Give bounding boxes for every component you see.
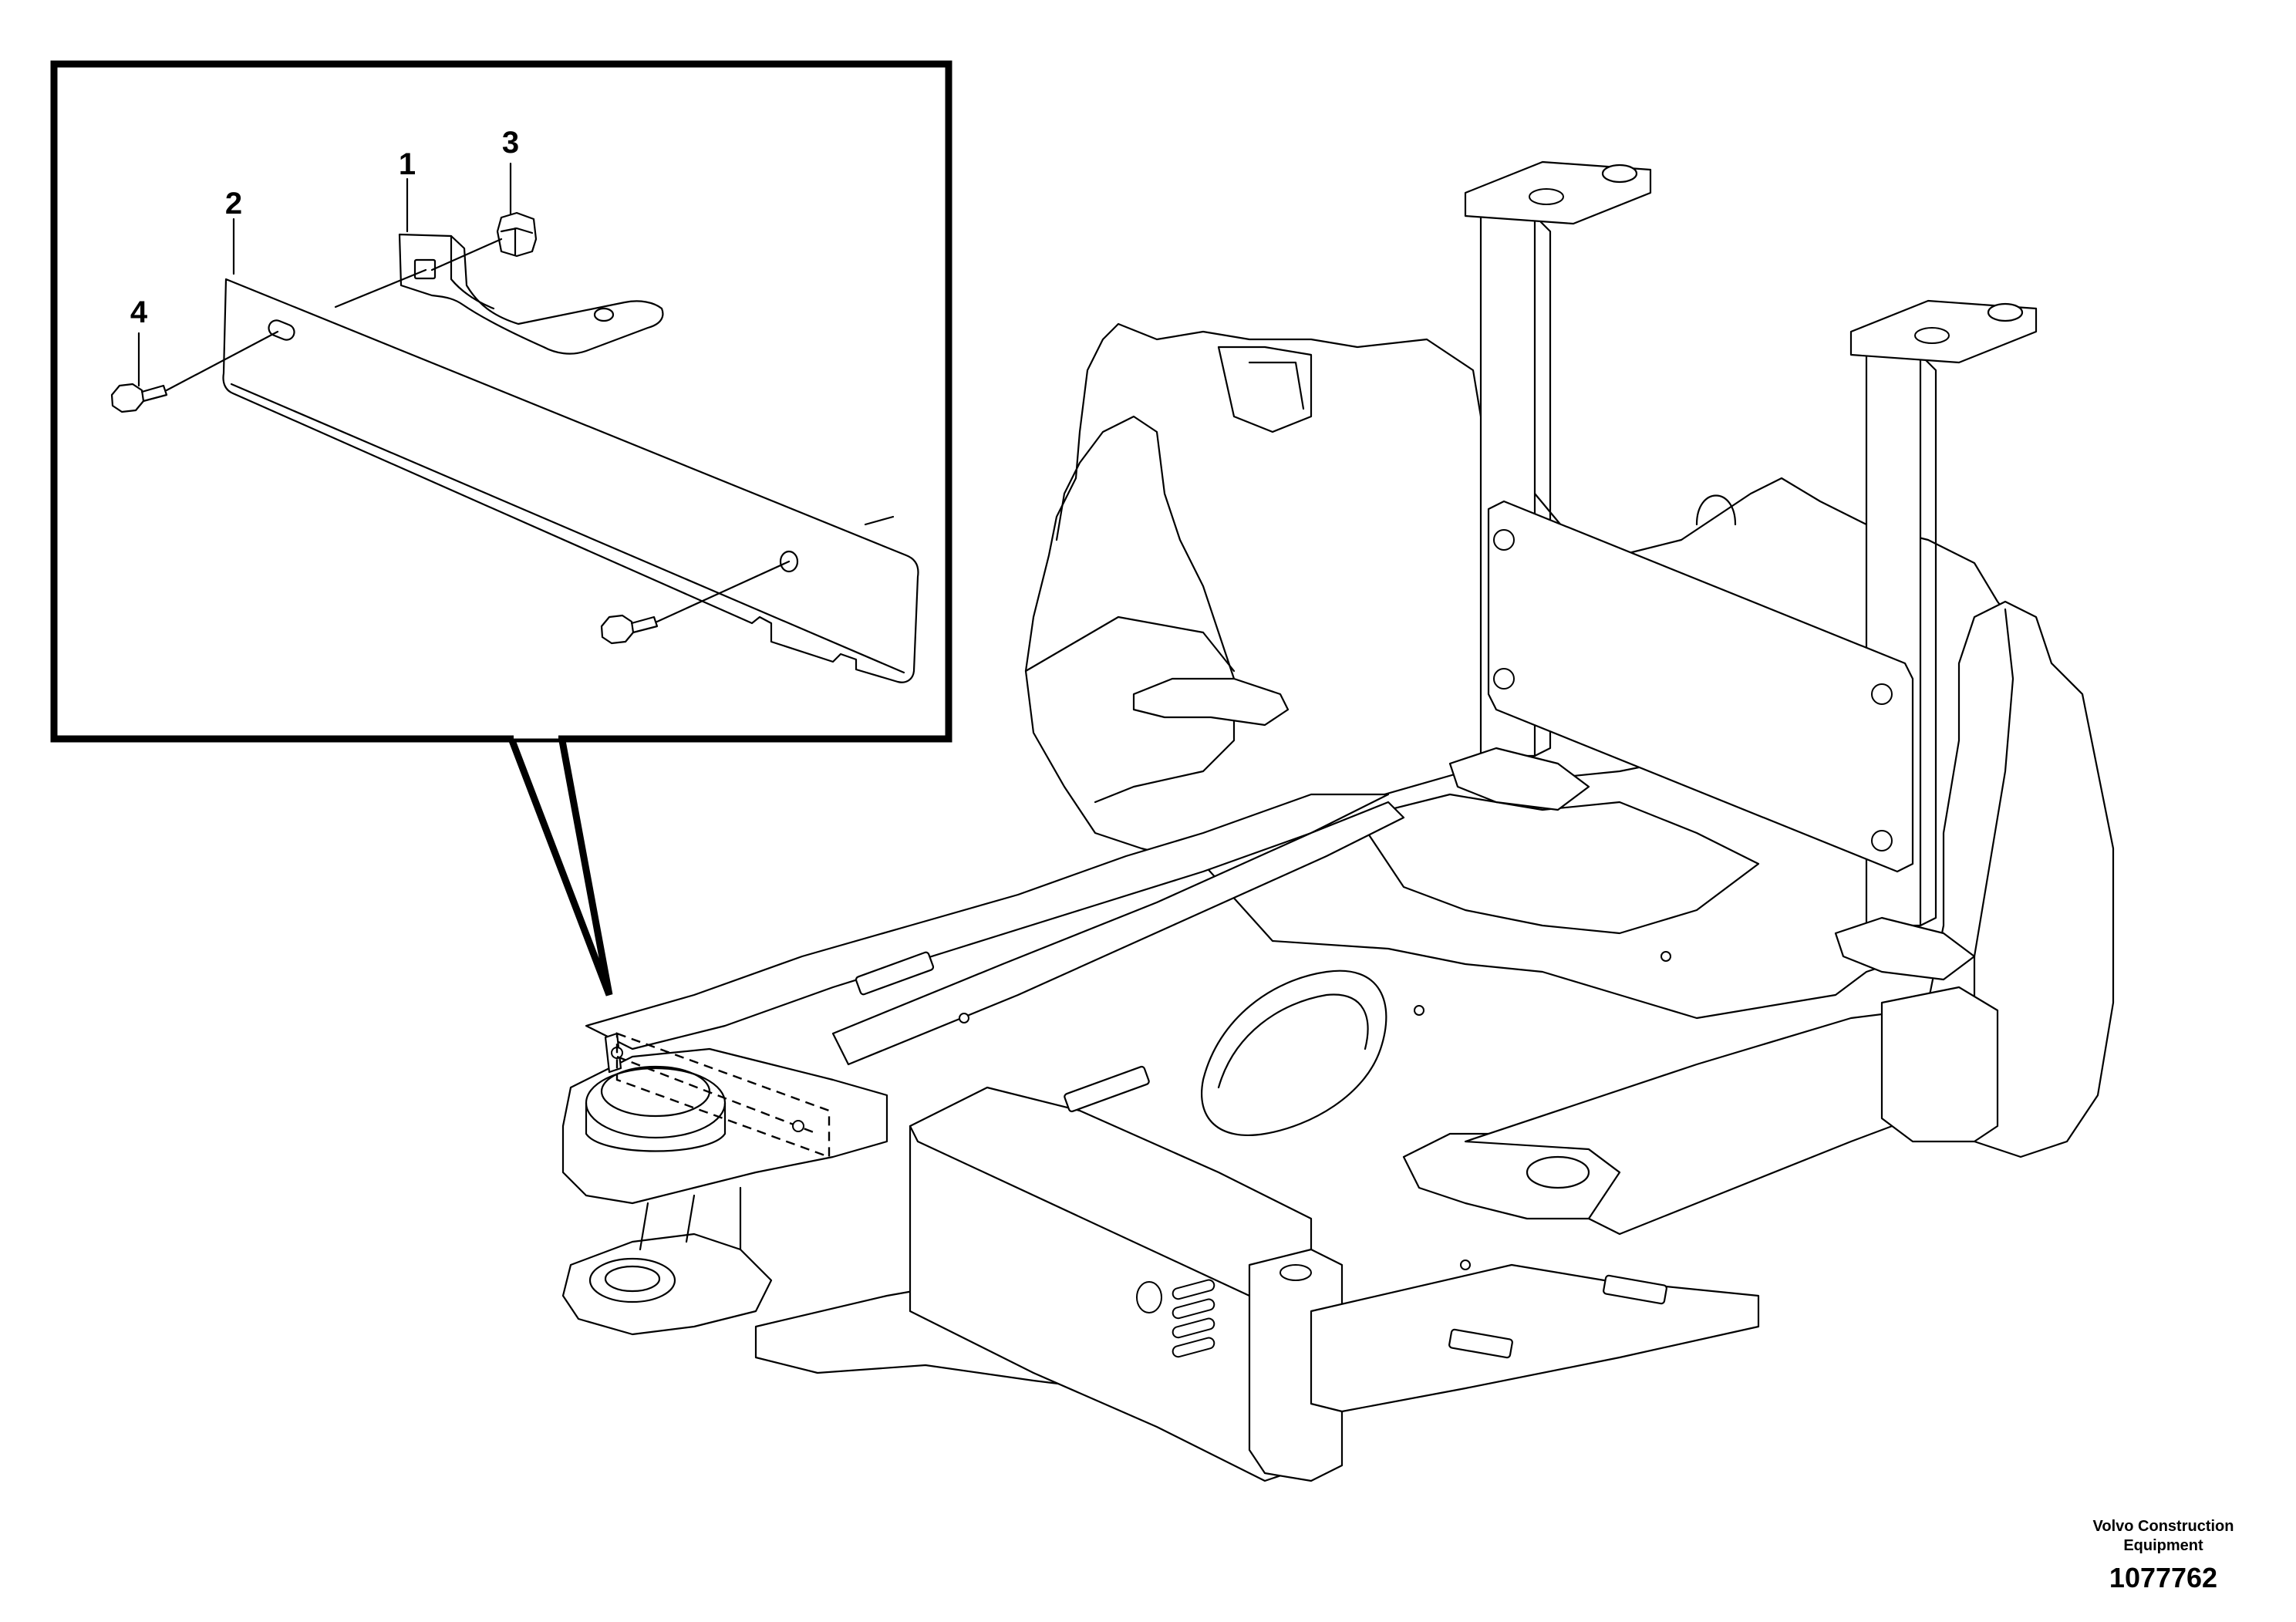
cross-plate-bolt-4 — [1871, 830, 1893, 851]
swing-post-boss-side — [585, 1101, 727, 1152]
main-deck-plate — [585, 793, 1390, 1050]
side-box-slot-3 — [1172, 1317, 1215, 1339]
side-box-slot-2 — [1172, 1298, 1215, 1320]
front-corner-post — [1248, 1248, 1344, 1482]
brand-line-2: Equipment — [2123, 1537, 2203, 1554]
side-box-slot-4 — [1172, 1337, 1215, 1358]
left-column-cap-pin — [1601, 164, 1638, 184]
callout-4: 4 — [130, 295, 148, 329]
side-box-hole — [1136, 1281, 1162, 1313]
cross-plate-bolt-3 — [1871, 683, 1893, 705]
part-3-clip-nut-detail — [500, 227, 534, 256]
callout-3: 3 — [502, 126, 519, 160]
cab-left-pocket — [1217, 346, 1313, 433]
deck-pad-1 — [855, 951, 935, 996]
right-column-base — [1834, 916, 1976, 981]
floor-pan-inner — [1356, 793, 1760, 935]
callout-2: 2 — [225, 187, 242, 221]
detail-inset: 1 2 3 4 — [50, 60, 952, 996]
deck-hole-2 — [1414, 1005, 1424, 1016]
cab-left-ledge — [1024, 615, 1236, 673]
part-4-screw-left-shank — [140, 384, 168, 403]
right-column-cap-pin — [1987, 302, 2024, 322]
part-2-slot-left — [268, 319, 295, 341]
upper-frame-assembly — [561, 160, 2115, 1482]
axis-clip — [430, 238, 503, 271]
right-column-cap-hole — [1914, 327, 1950, 344]
cab-left-wall — [1055, 415, 1236, 804]
cross-plate-bolt-2 — [1493, 668, 1515, 690]
right-column-side — [1919, 353, 1937, 927]
brand-line-1: Volvo Construction — [2093, 1518, 2234, 1535]
part-1-bracket — [398, 233, 664, 355]
axis-screw-right — [656, 560, 791, 623]
deck-hole-4 — [1460, 1259, 1471, 1270]
part-1-mount-hole — [593, 307, 615, 322]
left-column-side — [1533, 214, 1552, 757]
left-column-base — [1448, 747, 1590, 811]
deck-oval-cutout — [1201, 969, 1387, 1136]
part-1-bracket-fold — [450, 234, 495, 310]
deck-hole-1 — [959, 1013, 969, 1023]
part-2-edge-tick — [864, 515, 895, 526]
cross-plate-bolt-1 — [1493, 529, 1515, 551]
part-3-clip-nut — [496, 211, 538, 258]
left-column-cap-hole — [1529, 188, 1564, 205]
right-main-beam — [1464, 1001, 1976, 1236]
footer: Volvo Construction Equipment 1077762 — [2093, 1518, 2234, 1593]
deck-pad-2 — [1064, 1065, 1150, 1113]
front-corner-post-hole — [1279, 1264, 1312, 1281]
axis-bracket — [334, 268, 427, 309]
lower-swing-bore — [588, 1257, 676, 1303]
bottom-plate-rear — [1310, 1263, 1760, 1413]
part-4-screw-right-shank — [630, 615, 659, 634]
axis-screw-left — [165, 330, 279, 392]
lower-swing-bore-inner — [604, 1265, 661, 1293]
rear-block-1 — [1448, 1328, 1513, 1359]
part-4-screw-left — [110, 383, 145, 413]
inset-leader-wedge — [507, 735, 613, 996]
cross-plate — [1487, 500, 1914, 873]
swing-web-left — [639, 1186, 742, 1251]
right-end-block — [1880, 986, 1999, 1143]
deck-hole-3 — [1660, 951, 1671, 962]
callout-1: 1 — [399, 147, 416, 181]
lifting-eye — [1695, 494, 1737, 526]
side-box-slot-1 — [1172, 1279, 1215, 1300]
deck-oval-cutout-inner — [1217, 993, 1369, 1089]
phantom-bracket-bolt — [792, 1120, 804, 1132]
part-4-screw-right — [600, 614, 635, 645]
phantom-bracket-outline — [615, 1032, 831, 1158]
floor-bracket-left — [1132, 677, 1290, 727]
document-number: 1077762 — [2109, 1562, 2217, 1593]
bracket-location-phantom — [604, 1032, 831, 1158]
part-2-plate-edge — [230, 383, 905, 674]
rear-block-2 — [1603, 1274, 1667, 1305]
floor-bracket-right-boss — [1526, 1155, 1590, 1189]
